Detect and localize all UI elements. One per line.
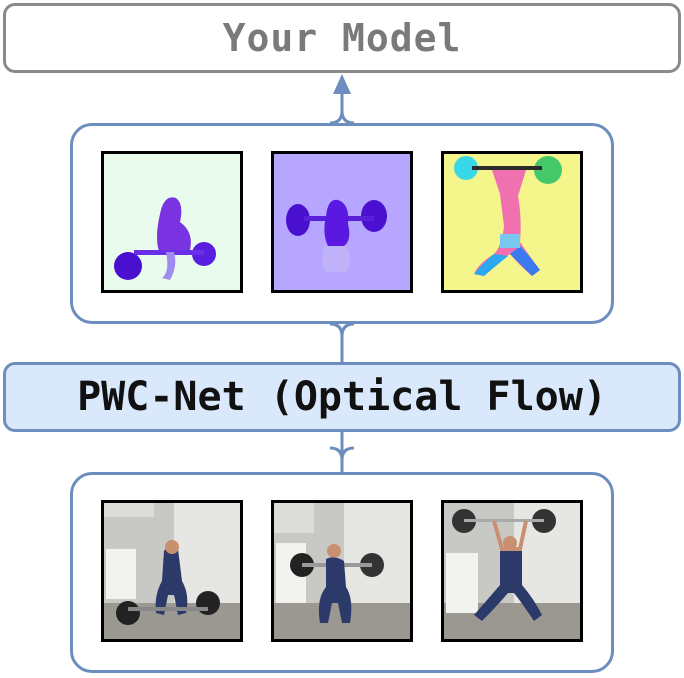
your-model-label: Your Model: [222, 16, 462, 60]
pwc-net-box: PWC-Net (Optical Flow): [3, 362, 681, 432]
arrowhead-up: [333, 74, 351, 94]
video-frame-1: [101, 500, 243, 642]
connector-flow-to-model: [329, 110, 355, 125]
connector-frames-to-pwc: [329, 446, 344, 472]
your-model-box: Your Model: [3, 3, 681, 73]
optical-flow-image-2: [271, 151, 413, 293]
video-frame-3: [441, 500, 583, 642]
video-frame-2: [271, 500, 413, 642]
optical-flow-image-3: [441, 151, 583, 293]
optical-flow-image-1: [101, 151, 243, 293]
pwc-net-label: PWC-Net (Optical Flow): [77, 374, 607, 420]
